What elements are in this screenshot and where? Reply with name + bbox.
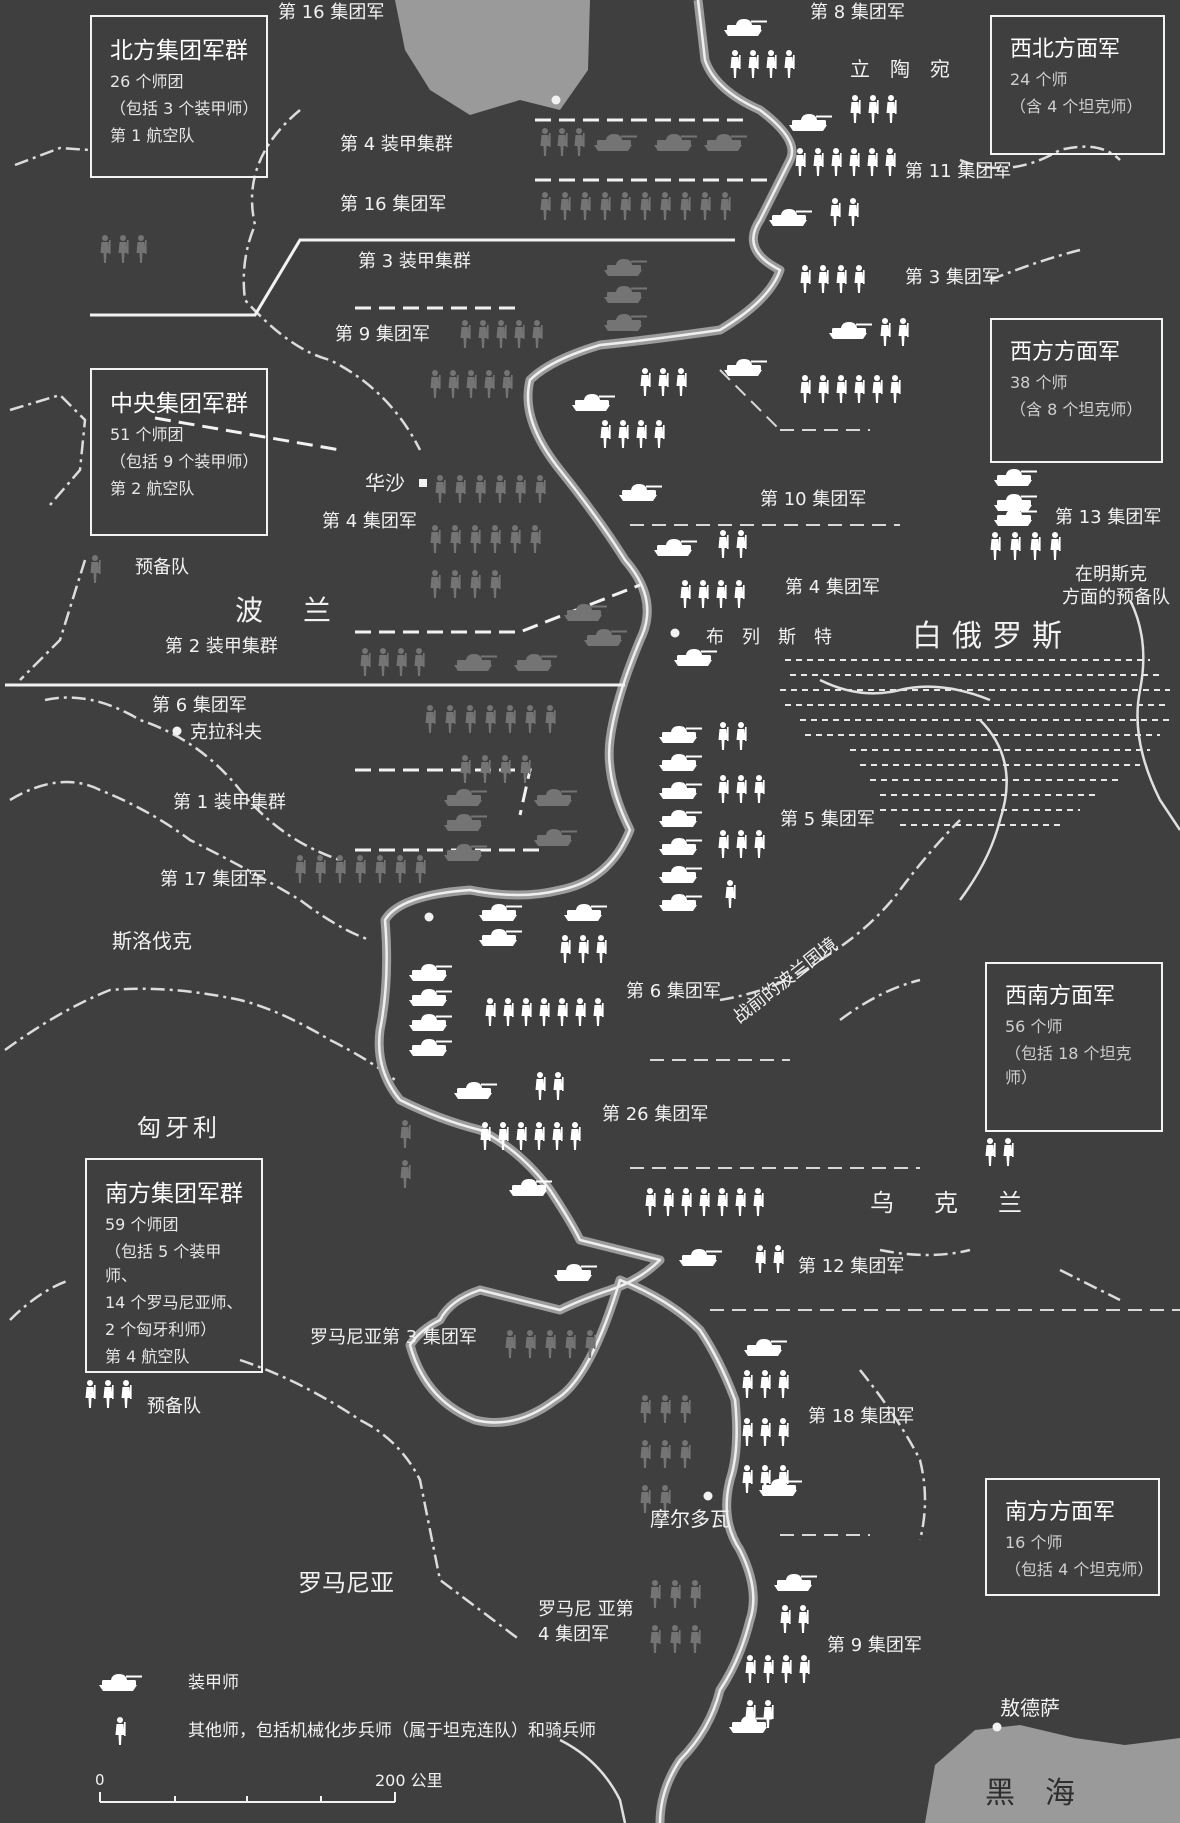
label-17th-army: 第 17 集团军 <box>160 869 267 890</box>
box-line: 第 4 航空队 <box>105 1347 190 1366</box>
label-slovakia: 斯洛伐克 <box>112 929 192 953</box>
box-line: 38 个师 <box>1010 373 1068 392</box>
legend-other-label: 其他师，包括机械化步兵师（属于坦克连队）和骑兵师 <box>188 1721 596 1741</box>
box-line: 第 2 航空队 <box>110 479 195 498</box>
scale-bar <box>99 1792 396 1803</box>
label-16th-army: 第 16 集团军 <box>340 194 447 215</box>
label-soviet-9th-army: 第 9 集团军 <box>827 1635 922 1656</box>
soldier-icon <box>115 1717 126 1745</box>
label-soviet-12th-army: 第 12 集团军 <box>798 1256 905 1277</box>
label-1st-panzer-group: 第 1 装甲集群 <box>173 792 286 813</box>
label-romanian-3rd-army: 罗马尼亚第 3 集团军 <box>310 1327 477 1348</box>
country-borders <box>4 109 1121 1641</box>
label-krakow: 克拉科夫 <box>190 722 262 743</box>
box-line: （含 8 个坦克师） <box>1010 400 1143 419</box>
label-4th-panzer-group: 第 4 装甲集群 <box>340 134 453 155</box>
soviet-army-boundaries <box>630 369 1180 1536</box>
label-german-4th-army: 第 4 集团军 <box>322 511 417 532</box>
box-line: 16 个师 <box>1005 1533 1063 1552</box>
legend-symbols <box>99 1674 142 1745</box>
box-line: 51 个师团 <box>110 425 184 444</box>
label-german-6th-army: 第 6 集团军 <box>152 695 247 716</box>
label-belarus: 白俄罗斯 <box>912 619 1072 654</box>
label-black-sea-2: 海 <box>1045 1776 1085 1811</box>
label-romanian-4th-army-1: 罗马尼 亚第 <box>538 1599 634 1620</box>
label-soviet-26th-army: 第 26 集团军 <box>602 1104 709 1125</box>
label-soviet-6th-army: 第 6 集团军 <box>626 981 721 1002</box>
label-soviet-10th-army: 第 10 集团军 <box>760 489 867 510</box>
box-line: （包括 5 个装甲师、 <box>105 1242 222 1285</box>
label-2nd-panzer-group: 第 2 装甲集群 <box>165 636 278 657</box>
label-black-sea-1: 黑 <box>985 1776 1025 1811</box>
scale-zero-label: 0 <box>95 1771 105 1789</box>
label-soviet-18th-army: 第 18 集团军 <box>808 1406 915 1427</box>
box-line: 14 个罗马尼亚师、 <box>105 1293 243 1312</box>
label-3rd-panzer-group: 第 3 装甲集群 <box>358 251 471 272</box>
label-soviet-13th-army: 第 13 集团军 <box>1055 507 1162 528</box>
box-line: 56 个师 <box>1005 1017 1063 1036</box>
label-warsaw: 华沙 <box>365 471 405 495</box>
box-line: 2 个匈牙利师） <box>105 1320 217 1339</box>
box-title: 西南方面军 <box>1005 984 1116 1009</box>
box-line: 26 个师团 <box>110 72 184 91</box>
box-line: （包括 3 个装甲师） <box>110 99 259 118</box>
label-minsk-reserve-1: 在明斯克 <box>1075 564 1147 585</box>
box-northwest-front: 西北方面军 24 个师 （含 4 个坦克师） <box>990 15 1165 155</box>
label-poland: 波 兰 <box>235 594 338 627</box>
label-ukraine: 乌 克 兰 <box>870 1189 1030 1217</box>
scale-end-label: 200 公里 <box>375 1771 443 1790</box>
legend-armor-label: 装甲师 <box>188 1673 239 1693</box>
label-german-16th-army-top: 第 16 集团军 <box>278 2 385 23</box>
box-southern-front: 南方方面军 16 个师 （包括 4 个坦克师） <box>985 1478 1160 1596</box>
box-line: 第 1 航空队 <box>110 126 195 145</box>
box-title: 南方方面军 <box>1005 1500 1116 1525</box>
box-title: 西方方面军 <box>1010 340 1121 365</box>
rivers <box>559 599 1180 1823</box>
box-line: 24 个师 <box>1010 70 1068 89</box>
city-dots <box>172 95 1002 1732</box>
tank-icon <box>99 1674 142 1691</box>
box-army-group-center: 中央集团军群 51 个师团 （包括 9 个装甲师） 第 2 航空队 <box>90 368 268 536</box>
label-9th-army: 第 9 集团军 <box>335 324 430 345</box>
label-soviet-8th-army: 第 8 集团军 <box>810 2 905 23</box>
box-line: （包括 4 个坦克师） <box>1005 1560 1154 1579</box>
label-reserve-south: 预备队 <box>147 1396 201 1417</box>
label-brest: 布 列 斯 特 <box>706 627 832 648</box>
box-line: （包括 18 个坦克师） <box>1005 1044 1132 1087</box>
baltic-sea <box>395 0 590 115</box>
box-line: 59 个师团 <box>105 1215 179 1234</box>
label-minsk-reserve-2: 方面的预备队 <box>1062 587 1170 608</box>
label-soviet-4th-army: 第 4 集团军 <box>785 577 880 598</box>
box-title: 南方集团军群 <box>105 1181 243 1207</box>
label-romanian-4th-army-2: 4 集团军 <box>538 1624 610 1645</box>
box-line: （含 4 个坦克师） <box>1010 97 1143 116</box>
box-title: 西北方面军 <box>1010 37 1121 62</box>
box-southwest-front: 西南方面军 56 个师 （包括 18 个坦克师） <box>985 962 1163 1132</box>
label-moldova: 摩尔多瓦 <box>650 1507 730 1531</box>
label-odessa: 敖德萨 <box>1000 1696 1060 1720</box>
label-lithuania: 立 陶 宛 <box>850 57 950 81</box>
black-sea <box>925 1725 1180 1823</box>
label-soviet-5th-army: 第 5 集团军 <box>780 809 875 830</box>
box-title: 中央集团军群 <box>110 391 248 417</box>
label-romania: 罗马尼亚 <box>298 1569 394 1597</box>
prewar-border-line <box>719 819 961 1002</box>
box-line: （包括 9 个装甲师） <box>110 452 259 471</box>
label-soviet-3rd-army: 第 3 集团军 <box>905 267 1000 288</box>
label-reserve-center: 预备队 <box>135 557 189 578</box>
box-army-group-north: 北方集团军群 26 个师团 （包括 3 个装甲师） 第 1 航空队 <box>90 15 268 178</box>
army-group-boundaries <box>5 238 735 687</box>
label-soviet-11th-army: 第 11 集团军 <box>905 161 1012 182</box>
box-western-front: 西方方面军 38 个师 （含 8 个坦克师） <box>990 318 1163 463</box>
box-army-group-south: 南方集团军群 59 个师团 （包括 5 个装甲师、 14 个罗马尼亚师、 2 个… <box>85 1158 263 1373</box>
box-title: 北方集团军群 <box>110 38 248 64</box>
pripet-marshes <box>780 659 1170 826</box>
label-hungary: 匈牙利 <box>137 1114 221 1142</box>
